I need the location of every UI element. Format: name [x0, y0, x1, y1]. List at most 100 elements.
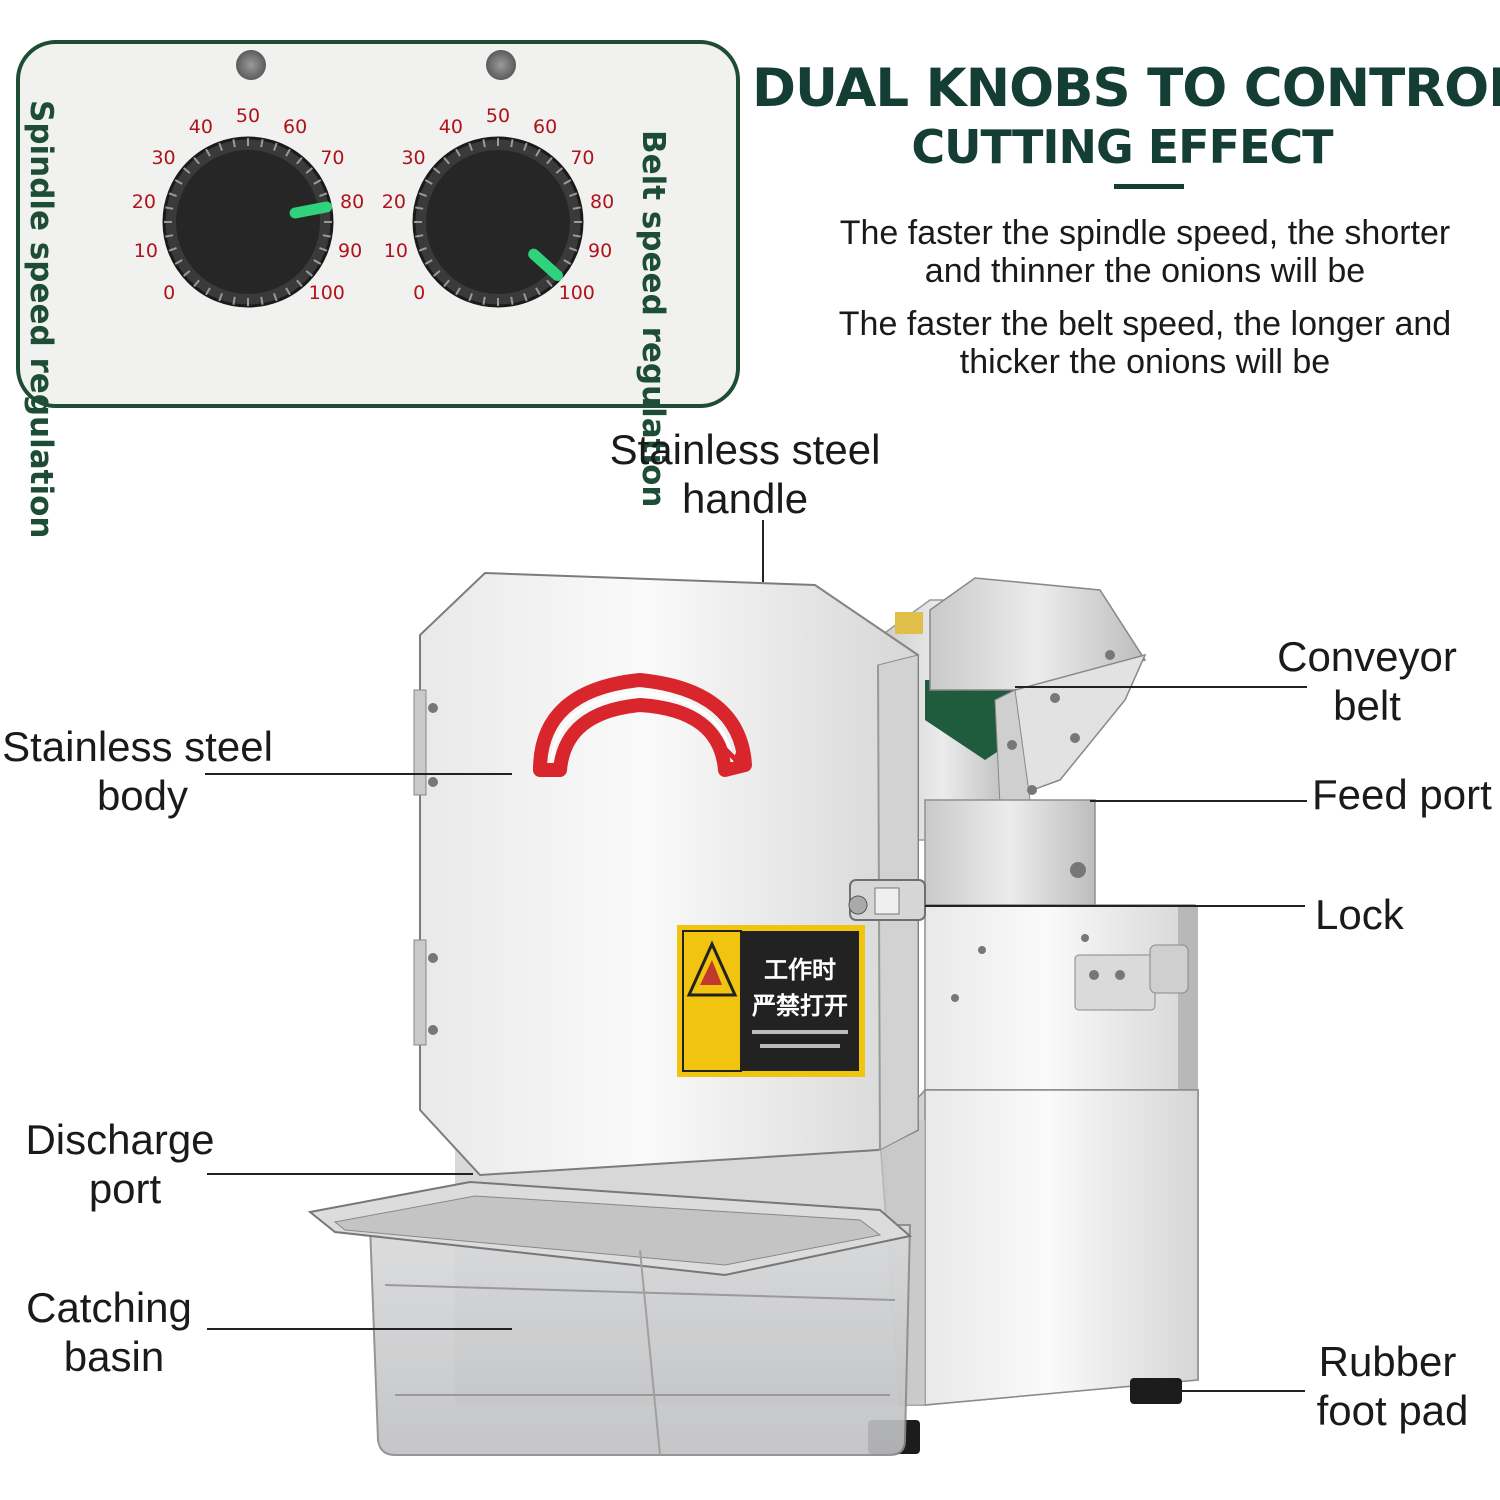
spindle-knob-grip — [174, 259, 183, 265]
discharge-callout-line1: Discharge — [25, 1116, 215, 1163]
spindle-tick-100: 100 — [308, 281, 345, 304]
discharge-leader — [207, 1173, 473, 1175]
conveyor-callout-line2: belt — [1333, 682, 1401, 729]
spindle-tick-90: 90 — [338, 239, 363, 262]
spindle-knob-grip — [193, 279, 200, 287]
belt-tick-0: 0 — [413, 281, 426, 304]
spindle-tick-50: 50 — [235, 105, 261, 127]
belt-knob-grip — [433, 167, 441, 174]
spindle-knob-grip — [313, 259, 322, 265]
belt-tick-80: 80 — [590, 191, 615, 214]
belt-tick-70: 70 — [570, 146, 595, 169]
spindle-knob-grip — [296, 157, 303, 165]
belt-desc-line1: The faster the belt speed, the longer an… — [838, 305, 1452, 343]
feed-port-callout: Feed port — [1312, 771, 1492, 818]
spindle-tick-40: 40 — [188, 116, 213, 139]
spindle-tick-30: 30 — [151, 146, 176, 169]
handle-leader — [762, 520, 764, 582]
lock-leader — [925, 905, 1305, 907]
belt-knob-grip — [482, 296, 486, 305]
spindle-speed-knob[interactable] — [162, 136, 334, 308]
belt-knob-grip — [546, 157, 553, 165]
belt-knob-grip — [563, 259, 572, 265]
belt-knob-grip — [563, 179, 572, 185]
belt-knob-grip — [569, 247, 578, 252]
spindle-desc-line1: The faster the spindle speed, the shorte… — [839, 214, 1451, 252]
belt-speed-knob[interactable] — [412, 136, 584, 308]
headline-line2: CUTTING EFFECT — [911, 120, 1333, 174]
foot-callout-line1: Rubber — [1318, 1338, 1457, 1385]
belt-knob-pointer — [528, 248, 563, 282]
handle-callout-line1: Stainless steel — [609, 426, 881, 473]
handle-callout-line2: handle — [681, 475, 809, 522]
belt-knob-grip — [424, 179, 433, 185]
belt-knob-grip — [455, 148, 461, 157]
spindle-knob-grip — [322, 234, 331, 238]
body-leader — [205, 773, 512, 775]
belt-knob-grip — [468, 293, 473, 302]
panel-screw-left — [236, 50, 266, 80]
belt-knob-grip — [424, 259, 433, 265]
spindle-knob-grip — [273, 293, 278, 302]
spindle-knob-face — [176, 150, 320, 294]
spindle-knob-grip — [285, 287, 291, 296]
spindle-knob-grip — [168, 192, 177, 197]
belt-tick-60: 60 — [533, 116, 558, 139]
belt-tick-40: 40 — [438, 116, 463, 139]
belt-desc-line2: thicker the onions will be — [959, 343, 1331, 381]
belt-knob-grip — [418, 192, 427, 197]
spindle-knob-grip — [183, 167, 191, 174]
spindle-tick-60: 60 — [283, 116, 308, 139]
basin-callout-line1: Catching — [26, 1284, 192, 1331]
belt-knob-grip — [535, 148, 541, 157]
spindle-knob-pointer — [289, 201, 333, 219]
headline-divider — [1114, 184, 1184, 189]
belt-tick-50: 50 — [485, 105, 511, 127]
belt-knob-grip — [415, 206, 424, 210]
body-callout-line1: Stainless steel — [2, 723, 273, 770]
belt-knob-grip — [418, 247, 427, 252]
spindle-knob-grip — [193, 157, 200, 165]
spindle-knob-grip — [285, 148, 291, 157]
warning-line2: 严禁打开 — [752, 992, 848, 1020]
spindle-knob-grip — [273, 142, 278, 151]
spindle-knob-grip — [218, 142, 223, 151]
spindle-knob-grip — [165, 206, 174, 210]
spindle-tick-10: 10 — [133, 239, 158, 262]
spindle-knob-grip — [319, 192, 328, 197]
spindle-knob-grip — [305, 270, 313, 277]
basin-callout-line2: basin — [63, 1333, 165, 1380]
spindle-knob-grip — [205, 148, 211, 157]
stainless-steel-body — [413, 571, 920, 1177]
spindle-knob-grip — [313, 179, 322, 185]
body-callout-line2: body — [96, 772, 189, 819]
spindle-knob-grip — [174, 179, 183, 185]
spindle-knob-grip — [232, 139, 236, 148]
belt-tick-10: 10 — [383, 239, 408, 262]
belt-tick-20: 20 — [381, 191, 406, 214]
belt-knob-grip — [433, 270, 441, 277]
spindle-tick-0: 0 — [163, 281, 176, 304]
spindle-tick-20: 20 — [131, 191, 156, 214]
discharge-callout-line2: port — [88, 1165, 162, 1212]
belt-knob-grip — [572, 206, 581, 210]
belt-knob-grip — [569, 192, 578, 197]
belt-tick-90: 90 — [588, 239, 613, 262]
spindle-knob-grip — [319, 247, 328, 252]
spindle-knob-grip — [168, 247, 177, 252]
spindle-knob-grip — [305, 167, 313, 174]
belt-tick-100: 100 — [558, 281, 595, 304]
warning-label: 工作时 严禁打开 — [677, 925, 865, 1077]
belt-knob-grip — [455, 287, 461, 296]
spindle-knob-grip — [260, 139, 264, 148]
foot-callout-line2: foot pad — [1316, 1387, 1469, 1434]
belt-knob-grip — [523, 293, 528, 302]
belt-knob-grip — [546, 279, 553, 287]
spindle-tick-70: 70 — [320, 146, 345, 169]
belt-knob-grip — [443, 157, 450, 165]
belt-knob-grip — [468, 142, 473, 151]
spindle-knob-grip — [183, 270, 191, 277]
spindle-desc-line2: and thinner the onions will be — [924, 252, 1366, 290]
conveyor-leader — [1015, 686, 1307, 688]
